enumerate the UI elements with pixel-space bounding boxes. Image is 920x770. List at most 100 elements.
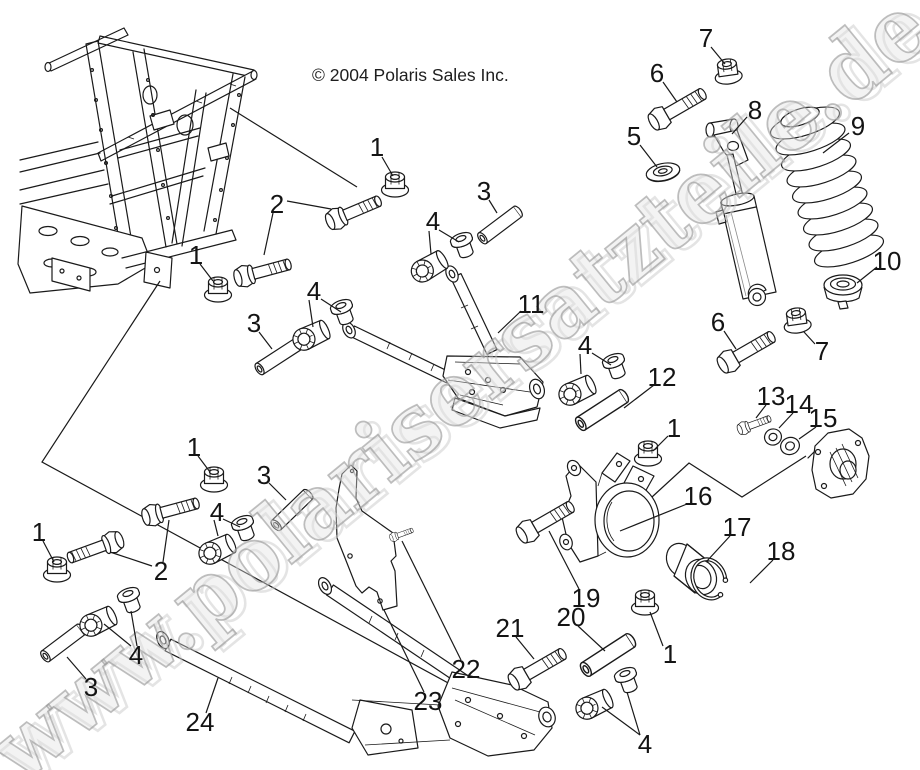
flange-nut	[199, 466, 229, 493]
callout-leader-line	[749, 559, 774, 584]
pivot-bolt	[63, 527, 128, 570]
pivot-bolt	[230, 252, 295, 291]
callout-leader-line	[778, 412, 794, 429]
shock-nut	[781, 305, 813, 336]
callout-leader-line	[263, 212, 274, 256]
callout-leader-line	[438, 229, 460, 243]
callout-leader-line	[258, 331, 273, 350]
callout-leader-line	[286, 200, 332, 210]
bushing-flanged	[612, 664, 643, 697]
frame-wireframe	[17, 27, 258, 294]
callout-leader-line	[803, 331, 816, 345]
callout-number: 24	[186, 707, 215, 737]
bearing-carrier	[559, 452, 660, 563]
callout-number: 7	[815, 336, 829, 366]
reference-lines	[41, 107, 807, 723]
spacer-tube	[475, 203, 525, 247]
callout-leader-line	[710, 46, 726, 65]
callout-leader-line	[222, 518, 241, 528]
callout-leader-line	[497, 310, 522, 334]
bushing-cup	[406, 247, 452, 287]
flange-nut	[380, 171, 410, 198]
callout-leader-line	[401, 540, 462, 661]
callout-leader-line	[109, 551, 153, 567]
callout-number: 1	[189, 240, 203, 270]
callout-leader-line	[731, 116, 748, 135]
flange-nut	[630, 589, 660, 616]
callout-leader-line	[798, 426, 817, 440]
flat-washer	[763, 428, 783, 446]
callout-number: 1	[187, 432, 201, 462]
carrier-bolt	[504, 641, 572, 695]
callout-number: 5	[627, 121, 641, 151]
callout-number: 4	[210, 497, 224, 527]
callout-leader-line	[548, 530, 580, 590]
bushing-flanged	[600, 350, 631, 383]
callout-leader-line	[308, 299, 314, 328]
callout-number: 2	[270, 189, 284, 219]
callout-leader-line	[579, 353, 582, 375]
callout-leader-line	[197, 455, 211, 473]
callout-leader-line	[649, 611, 664, 647]
callout-leader-line	[577, 625, 606, 652]
callout-number: 6	[711, 307, 725, 337]
callout-number: 14	[785, 389, 814, 419]
snap-ring	[690, 557, 729, 601]
callout-leader-line	[723, 330, 737, 350]
callout-leader-line	[652, 435, 669, 452]
callout-number: 10	[873, 246, 902, 276]
callout-leader-line	[755, 404, 767, 419]
callout-number: 2	[154, 556, 168, 586]
callout-number: 21	[496, 613, 525, 643]
callout-number: 6	[650, 58, 664, 88]
bushing-flanged	[448, 229, 479, 262]
callout-leader-line	[320, 298, 342, 313]
callout-leader-line	[856, 266, 878, 284]
callout-number: 3	[84, 672, 98, 702]
callout-number: 3	[257, 460, 271, 490]
callout-leader-line	[626, 691, 641, 736]
callout-number: 3	[477, 176, 491, 206]
callout-number: 1	[370, 132, 384, 162]
callout-leader-line	[662, 81, 678, 103]
spring-retainer	[823, 274, 863, 310]
flat-washer	[780, 436, 800, 456]
bushing-cup	[571, 686, 617, 724]
callout-leader-line	[66, 656, 87, 680]
callout-number: 8	[748, 95, 762, 125]
shock-nut	[712, 56, 744, 87]
lower-a-arm	[156, 577, 556, 757]
callout-leader-line	[428, 230, 432, 255]
callout-leader-line	[619, 503, 688, 532]
bushing-flanged	[328, 296, 359, 329]
callout-number: 18	[767, 536, 796, 566]
upper-a-arm	[342, 265, 546, 429]
callout-number: 20	[557, 602, 586, 632]
callout-number: 4	[307, 276, 321, 306]
callout-leader-line	[488, 199, 498, 214]
coil-spring	[769, 106, 885, 268]
callout-leader-line	[103, 623, 132, 647]
callout-number: 1	[663, 639, 677, 669]
callout-leader-line	[515, 636, 535, 660]
shock-absorber	[705, 118, 777, 307]
brake-caliper	[807, 428, 870, 499]
callout-number: 19	[572, 583, 601, 613]
callout-leader-line	[130, 610, 138, 647]
callout-number: 17	[723, 512, 752, 542]
mud-guard	[335, 464, 398, 611]
callout-leader-line	[601, 706, 641, 736]
callout-leader-line	[591, 352, 612, 366]
callout-number: 1	[32, 517, 46, 547]
callout-number: 16	[684, 481, 713, 511]
callout-number: 1	[667, 413, 681, 443]
bushing-cup	[554, 372, 600, 410]
callout-number: 4	[426, 206, 440, 236]
guard-screw	[388, 525, 415, 543]
callout-leader-line	[383, 609, 425, 693]
callout-number: 4	[578, 330, 592, 360]
callout-number: 4	[129, 640, 143, 670]
